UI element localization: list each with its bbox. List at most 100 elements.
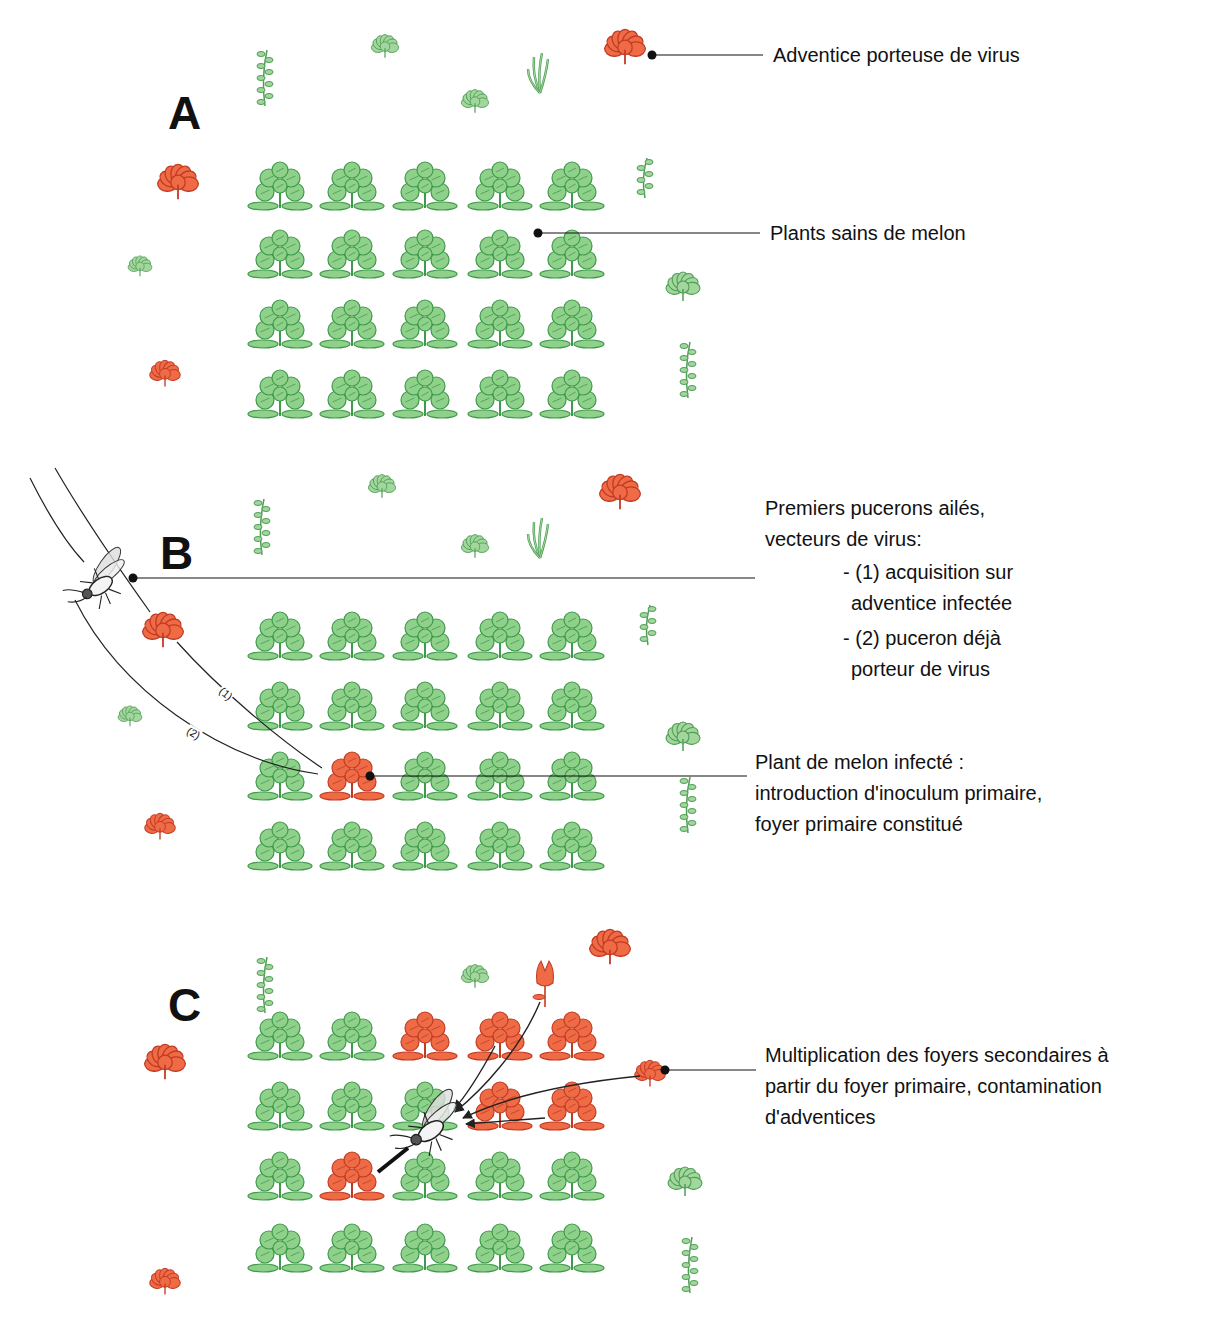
weed bbox=[142, 611, 184, 647]
leaf-vein bbox=[583, 1040, 592, 1044]
leaf-vein bbox=[349, 844, 356, 848]
leaf-vein bbox=[485, 766, 494, 770]
leaf bbox=[468, 862, 498, 870]
leaf-vein bbox=[496, 1158, 504, 1162]
leaf bbox=[492, 1082, 508, 1098]
leaf bbox=[345, 317, 359, 331]
leaf-vein bbox=[557, 626, 566, 630]
leaf bbox=[248, 1192, 278, 1200]
leaf bbox=[282, 1192, 312, 1200]
weed-leaf bbox=[680, 791, 688, 796]
weed-leaf bbox=[648, 619, 656, 624]
leaf bbox=[344, 370, 360, 386]
leaf bbox=[273, 699, 287, 713]
leaf-vein bbox=[337, 626, 346, 630]
weed-leaf bbox=[688, 785, 696, 790]
weed-stem bbox=[619, 495, 621, 509]
leaf bbox=[417, 1152, 433, 1168]
leaf bbox=[248, 340, 278, 348]
leaf-vein bbox=[496, 618, 504, 622]
leaf-vein bbox=[436, 190, 445, 194]
leaf-vein bbox=[579, 1238, 588, 1242]
leaf-vein bbox=[553, 190, 562, 194]
weed bbox=[118, 705, 143, 726]
weed bbox=[461, 534, 489, 558]
weed-leaf bbox=[688, 350, 696, 355]
leaf-vein bbox=[410, 766, 419, 770]
leaf bbox=[493, 317, 507, 331]
melon-plant bbox=[320, 682, 384, 730]
leaf bbox=[540, 722, 570, 730]
leaf-vein bbox=[333, 190, 342, 194]
weed bbox=[682, 1237, 698, 1293]
leaf bbox=[502, 1192, 532, 1200]
leaf-vein bbox=[511, 190, 520, 194]
grass-blade bbox=[540, 524, 548, 558]
leaf bbox=[418, 179, 432, 193]
leaf bbox=[564, 612, 580, 628]
leaf-vein bbox=[333, 1040, 342, 1044]
leaf-vein bbox=[333, 1252, 342, 1256]
leaf bbox=[502, 1264, 532, 1272]
leaf-vein bbox=[485, 314, 494, 318]
weed-leaf bbox=[265, 94, 273, 99]
leaf bbox=[468, 1264, 498, 1272]
weed-stem bbox=[684, 1184, 686, 1196]
leaf bbox=[282, 862, 312, 870]
leaf bbox=[540, 1264, 570, 1272]
leaf-vein bbox=[363, 398, 372, 402]
leaf-vein bbox=[261, 1110, 270, 1114]
leaf-vein bbox=[261, 258, 270, 262]
leaf-vein bbox=[363, 710, 372, 714]
melon-plant bbox=[393, 612, 457, 660]
weed-leaf bbox=[257, 64, 265, 69]
leaf-vein bbox=[421, 1088, 429, 1092]
leaf-vein bbox=[557, 384, 566, 388]
leaf-vein bbox=[363, 1110, 372, 1114]
leaf-vein bbox=[436, 1180, 445, 1184]
leaf bbox=[427, 862, 457, 870]
panel-letter: B bbox=[160, 530, 193, 576]
leaf bbox=[344, 682, 360, 698]
leaf-vein bbox=[349, 1174, 356, 1178]
leaf-vein bbox=[481, 398, 490, 402]
leaf bbox=[564, 682, 580, 698]
weed-leaf bbox=[682, 1263, 690, 1268]
leaf-vein bbox=[496, 306, 504, 310]
leaf-vein bbox=[410, 836, 419, 840]
leaf-vein bbox=[410, 314, 419, 318]
leaf bbox=[282, 1052, 312, 1060]
weed-leaf bbox=[257, 76, 265, 81]
leaf bbox=[574, 410, 604, 418]
leaf-vein bbox=[507, 836, 516, 840]
weed-leaf bbox=[257, 959, 265, 964]
leaf bbox=[272, 162, 288, 178]
leaf bbox=[345, 769, 359, 783]
leaf bbox=[502, 652, 532, 660]
leaf bbox=[540, 202, 570, 210]
weed-leaf bbox=[645, 172, 653, 177]
leaf-vein bbox=[511, 710, 520, 714]
leaf-vein bbox=[363, 1040, 372, 1044]
leaf-vein bbox=[349, 704, 356, 708]
leaf-vein bbox=[287, 176, 296, 180]
leaf bbox=[248, 410, 278, 418]
leaf-vein bbox=[287, 244, 296, 248]
leaf-vein bbox=[569, 392, 576, 396]
leader-dot bbox=[648, 51, 657, 60]
leaf-vein bbox=[436, 780, 445, 784]
leaf bbox=[468, 1052, 498, 1060]
leaf bbox=[344, 300, 360, 316]
leaf-vein bbox=[363, 258, 372, 262]
leaf-vein bbox=[568, 236, 576, 240]
leaf bbox=[427, 792, 457, 800]
leaf bbox=[540, 410, 570, 418]
weed-leaf bbox=[688, 386, 696, 391]
weed bbox=[144, 813, 176, 840]
leaf-vein bbox=[568, 376, 576, 380]
leaf-vein bbox=[421, 828, 429, 832]
leaf-vein bbox=[406, 640, 415, 644]
weed-leaf bbox=[680, 827, 688, 832]
leaf-vein bbox=[406, 1180, 415, 1184]
